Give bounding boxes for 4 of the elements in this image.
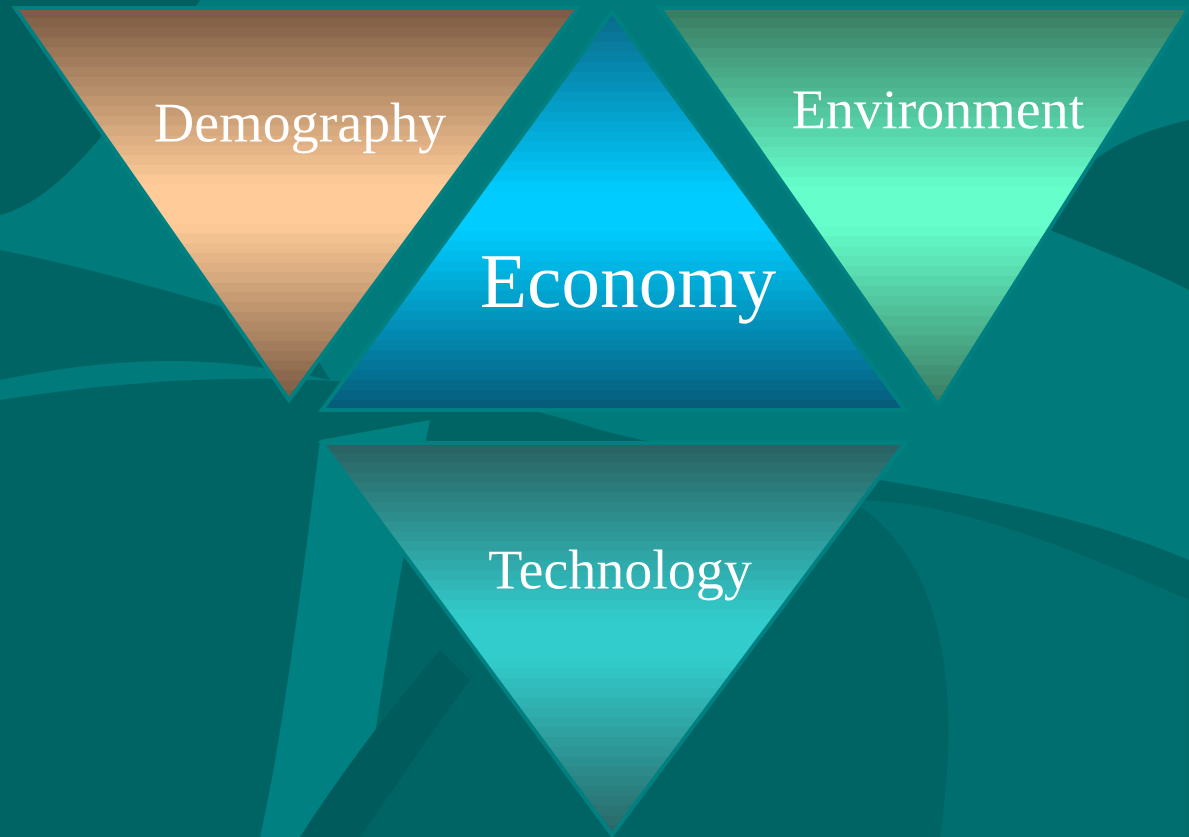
triangle-label: Economy (482, 256, 776, 324)
triangle-label: Environment (793, 91, 1084, 129)
triangle-label: Demography (155, 102, 446, 154)
triangle-label: Technology (489, 549, 752, 601)
